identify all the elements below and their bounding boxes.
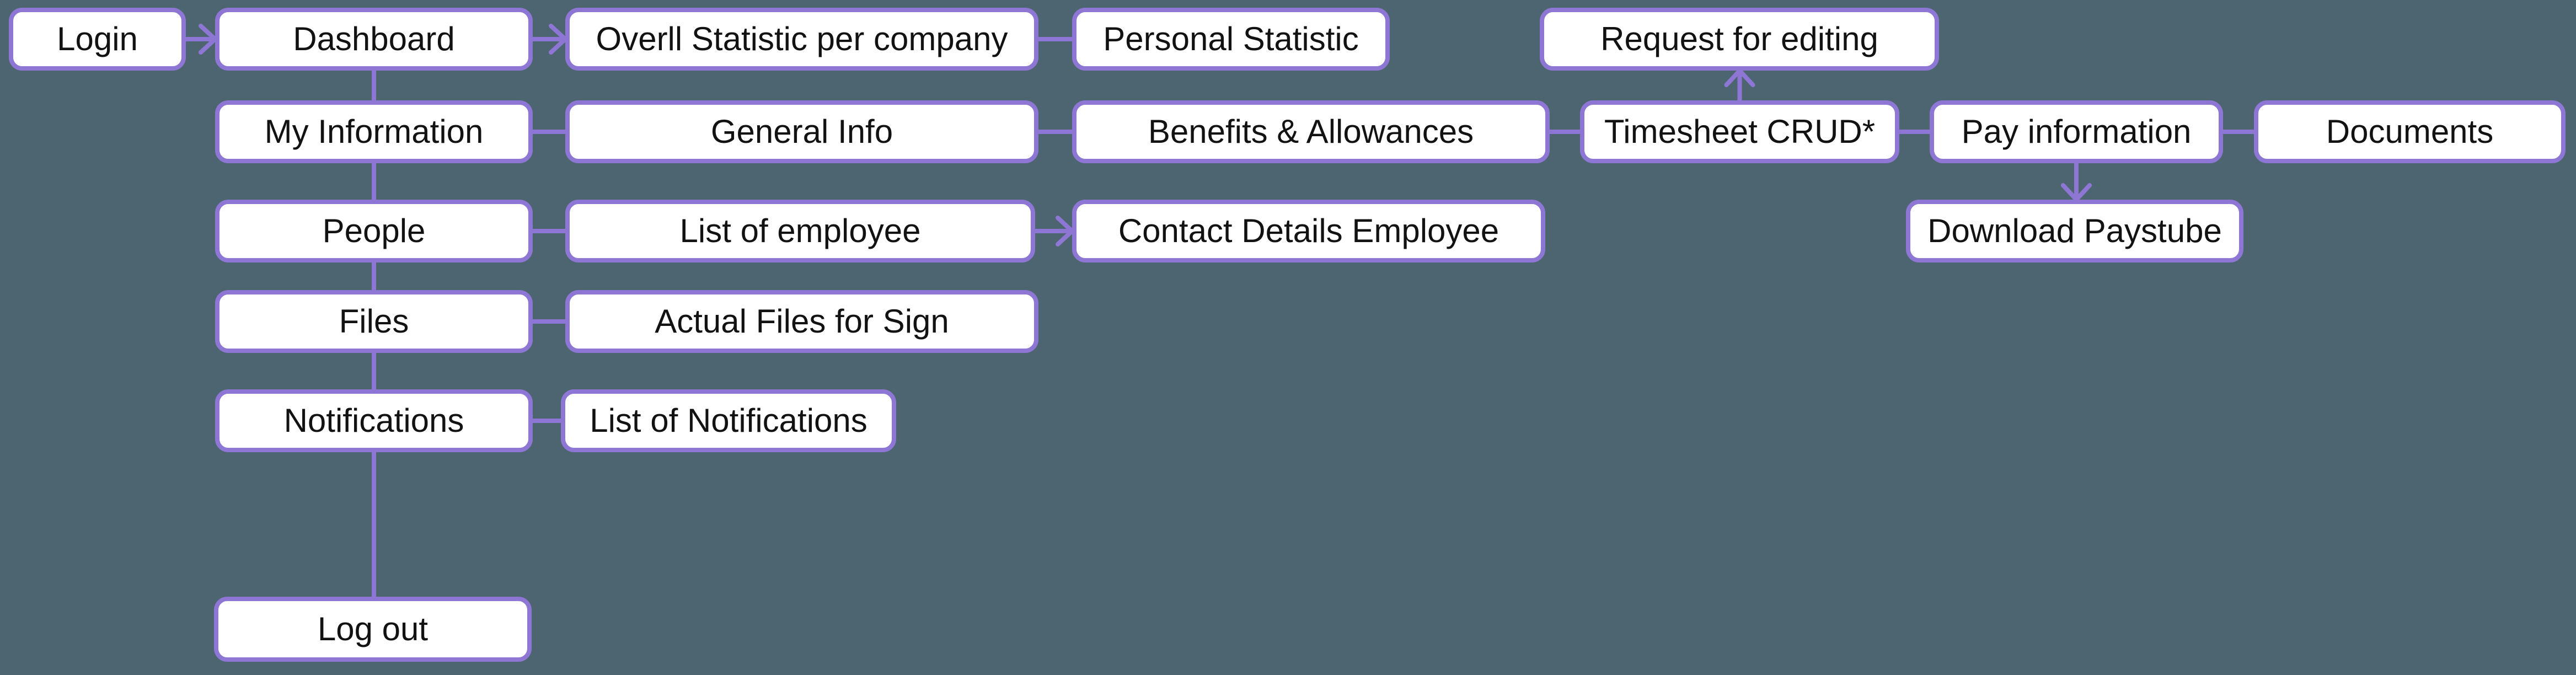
node-people[interactable]: People	[215, 200, 533, 262]
node-label: Timesheet CRUD*	[1604, 113, 1876, 150]
node-overall-statistic[interactable]: Overll Statistic per company	[565, 8, 1038, 71]
node-notifications[interactable]: Notifications	[215, 389, 533, 452]
node-label: Dashboard	[293, 20, 455, 57]
node-list-of-employee[interactable]: List of employee	[565, 200, 1035, 262]
node-label: General Info	[710, 113, 893, 150]
node-label: Benefits & Allowances	[1148, 113, 1474, 150]
arrowhead-list-of-employee-contact-details-employee	[1056, 216, 1074, 247]
node-documents[interactable]: Documents	[2254, 100, 2566, 163]
node-benefits-allowances[interactable]: Benefits & Allowances	[1072, 100, 1550, 163]
node-timesheet-crud[interactable]: Timesheet CRUD*	[1580, 100, 1899, 163]
node-label: Notifications	[283, 402, 464, 439]
node-contact-details-employee[interactable]: Contact Details Employee	[1072, 200, 1545, 262]
node-label: Overll Statistic per company	[596, 20, 1008, 57]
node-label: Files	[339, 303, 409, 340]
node-label: Actual Files for Sign	[655, 303, 949, 340]
arrowhead-pay-information-download-paystube	[2061, 183, 2092, 202]
node-label: List of employee	[679, 212, 921, 249]
node-login[interactable]: Login	[9, 8, 186, 71]
node-label: People	[322, 212, 426, 249]
node-download-paystube[interactable]: Download Paystube	[1906, 200, 2243, 262]
node-personal-statistic[interactable]: Personal Statistic	[1072, 8, 1390, 71]
node-label: My Information	[264, 113, 484, 150]
node-label: Log out	[317, 610, 429, 647]
node-label: Contact Details Employee	[1118, 212, 1499, 249]
arrowhead-timesheet-crud-request-for-editing	[1724, 68, 1755, 87]
node-request-for-editing[interactable]: Request for editing	[1540, 8, 1939, 71]
arrowhead-login-dashboard	[199, 24, 217, 55]
node-label: Personal Statistic	[1103, 20, 1359, 57]
node-list-of-notifications[interactable]: List of Notifications	[561, 389, 896, 452]
node-label: Request for editing	[1600, 20, 1878, 57]
node-files[interactable]: Files	[215, 290, 533, 353]
node-general-info[interactable]: General Info	[565, 100, 1038, 163]
node-dashboard[interactable]: Dashboard	[215, 8, 533, 71]
node-pay-information[interactable]: Pay information	[1930, 100, 2223, 163]
node-label: Pay information	[1961, 113, 2192, 150]
node-log-out[interactable]: Log out	[214, 597, 532, 662]
node-label: List of Notifications	[590, 402, 867, 439]
node-label: Login	[57, 20, 138, 57]
node-label: Documents	[2326, 113, 2494, 150]
node-actual-files-for-sign[interactable]: Actual Files for Sign	[565, 290, 1038, 353]
node-label: Download Paystube	[1927, 212, 2222, 249]
arrowhead-dashboard-overall-statistic	[549, 24, 567, 55]
node-my-information[interactable]: My Information	[215, 100, 533, 163]
